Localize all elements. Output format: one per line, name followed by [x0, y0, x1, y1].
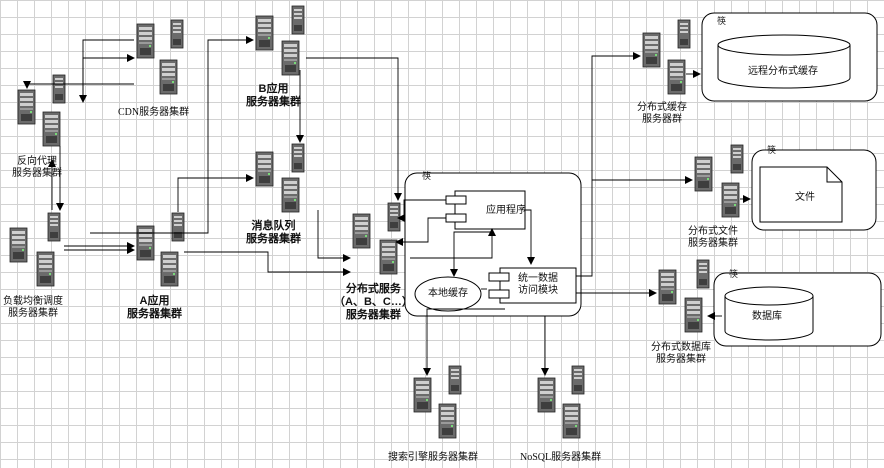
app-program-component: [445, 190, 526, 230]
file-frame-tag: 筷: [767, 145, 777, 155]
file-servers-icon: [694, 144, 744, 218]
access-to-nosql-line: [505, 315, 549, 376]
app-to-data-access-line: [525, 209, 535, 265]
service-to-app-program-line: [410, 228, 496, 259]
data-access-component: [488, 267, 577, 304]
load-balancer-servers-icon: [9, 212, 61, 287]
app-to-local-cache-line: [450, 231, 492, 277]
cdn-servers-icon: [136, 19, 184, 95]
lb-to-app-b-line: [90, 36, 254, 234]
dist-file-label: 分布式文件服务器集群: [688, 226, 738, 249]
app-b-label: B应用服务器集群: [246, 83, 301, 108]
mq-label: 消息队列服务器集群: [246, 220, 301, 245]
nosql-servers-icon: [537, 365, 585, 439]
cdn-label: CDN服务器集群: [118, 107, 190, 118]
search-servers-icon: [413, 365, 462, 439]
db-frame-tag: 筷: [729, 269, 739, 279]
database-cylinder: [724, 286, 814, 341]
search-label: 搜索引擎服务器集群: [388, 452, 478, 463]
app-program-to-service-line: [397, 199, 446, 222]
file-text: 文件: [795, 192, 815, 203]
mq-to-service-line: [317, 210, 351, 262]
app-a-label: A应用服务器集群: [127, 295, 182, 320]
app-b-to-service-line: [306, 57, 402, 201]
reverse-proxy-servers-icon: [17, 74, 66, 147]
database-text: 数据库: [752, 311, 782, 322]
remote-cache-cylinder: [717, 34, 851, 89]
dist-cache-label: 分布式缓存服务器群: [637, 102, 687, 125]
dist-service-servers-icon: [352, 202, 401, 275]
access-to-remote-cache-line: [576, 52, 641, 277]
app-a-to-service-line: [184, 251, 351, 276]
file-document-icon: [759, 166, 843, 223]
nosql-label: NoSQL服务器集群: [520, 452, 602, 463]
db-servers-icon: [658, 259, 710, 333]
cdn-reverse-line: [23, 81, 134, 89]
remote-cache-text: 远程分布式缓存: [748, 66, 818, 77]
app-b-servers-icon: [255, 5, 305, 76]
mq-servers-icon: [255, 143, 305, 213]
data-access-text: 统一数据访问模块: [518, 273, 558, 296]
proxy-to-cdn-line: [82, 54, 135, 102]
connectors: [23, 36, 751, 376]
app-program-to-service-line-2: [395, 217, 446, 246]
cdn-to-proxy-line: [79, 39, 134, 103]
dist-db-label: 分布式数据库服务器集群: [651, 342, 711, 365]
access-to-search-line: [423, 308, 505, 376]
reverse-proxy-label: 反向代理服务器集群: [12, 156, 62, 179]
app-program-text: 应用程序: [486, 205, 526, 216]
load-balancer-label: 负载均衡调度服务器集群: [3, 296, 63, 319]
cache-servers-icon: [642, 19, 691, 95]
dist-service-label: 分布式服务（A、B、C…）服务器集群: [334, 283, 413, 321]
app-a-to-mq-line: [177, 174, 254, 212]
app-a-servers-icon: [136, 212, 185, 287]
node-frame-tag: 筷: [422, 171, 432, 181]
local-cache-component: [414, 276, 482, 312]
local-cache-text: 本地缓存: [428, 288, 468, 299]
cache-frame-tag: 筷: [717, 16, 727, 26]
